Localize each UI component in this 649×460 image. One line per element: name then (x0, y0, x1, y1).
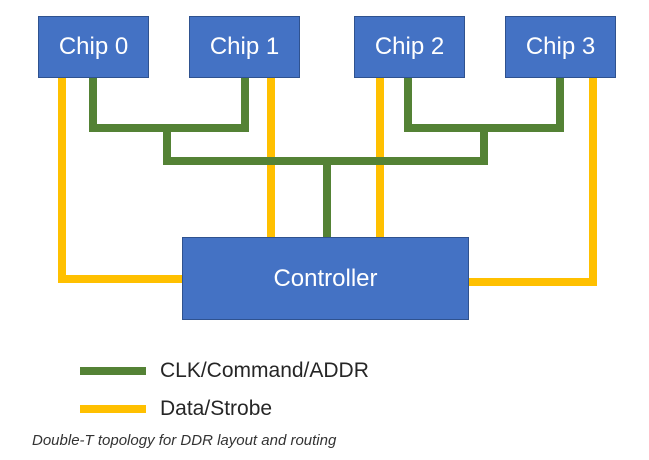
legend-item-data: Data/Strobe (80, 394, 272, 424)
chip-0-box: Chip 0 (38, 16, 149, 78)
chip-2-box: Chip 2 (354, 16, 465, 78)
chip-1-box: Chip 1 (189, 16, 300, 78)
chip-1-label: Chip 1 (209, 33, 280, 60)
chip-3-label: Chip 3 (525, 33, 596, 60)
clk-cmd-addr-traces (89, 78, 564, 238)
figure-caption: Double-T topology for DDR layout and rou… (32, 432, 337, 449)
clk-right-t (404, 78, 564, 132)
legend-swatch-clk (80, 367, 146, 375)
controller-box: Controller (182, 237, 469, 320)
legend-label-data: Data/Strobe (160, 397, 273, 420)
legend-label-clk: CLK/Command/ADDR (160, 359, 369, 382)
chip-0-label: Chip 0 (58, 33, 129, 60)
data-trace-chip3 (468, 78, 597, 286)
chip-2-label: Chip 2 (374, 33, 445, 60)
chip-3-box: Chip 3 (505, 16, 616, 78)
controller-label: Controller (273, 264, 378, 292)
data-trace-chip0 (58, 78, 183, 283)
legend-swatch-data (80, 405, 146, 413)
legend-item-clk: CLK/Command/ADDR (80, 356, 369, 386)
clk-left-t (89, 78, 249, 132)
